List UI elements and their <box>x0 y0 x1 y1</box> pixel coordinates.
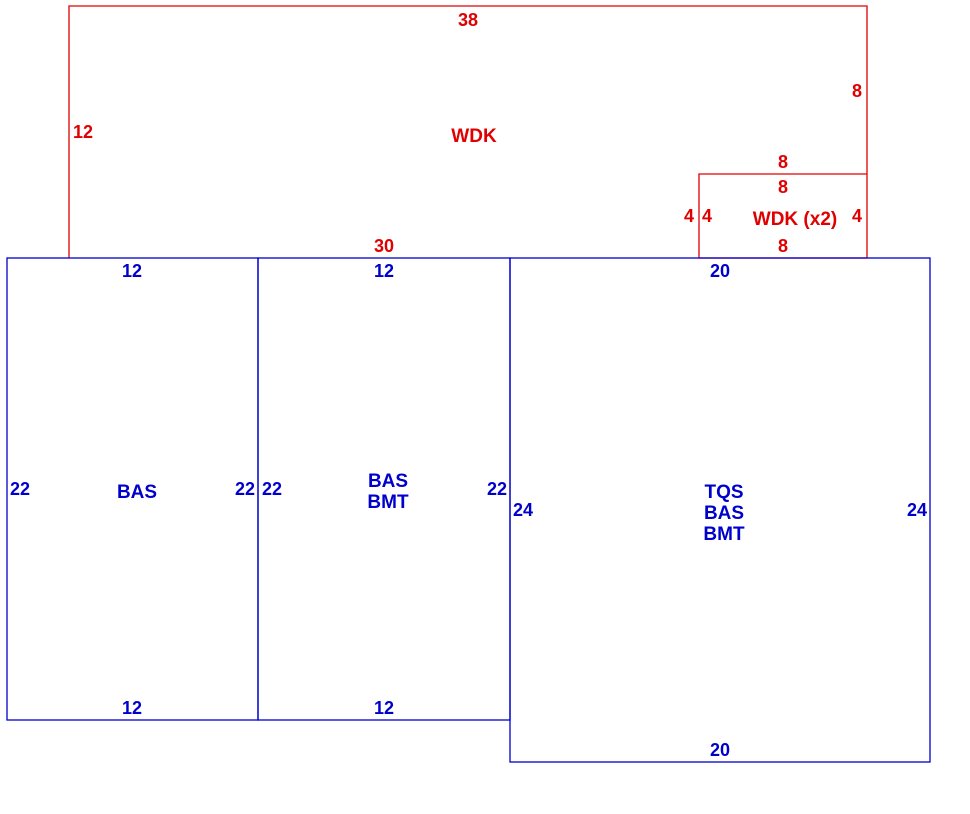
bas-mid-dim-bottom: 12 <box>374 698 394 718</box>
wdk-small-outline <box>698 173 867 258</box>
wdk-small-dim-left-outer: 4 <box>684 206 694 226</box>
tqs-dim-top: 20 <box>710 261 730 281</box>
wdk-small-dim-bottom: 8 <box>778 236 788 256</box>
tqs-dim-right: 24 <box>907 500 927 520</box>
bas-mid-label-line2: BMT <box>367 492 409 513</box>
tqs-dim-left: 24 <box>513 500 533 520</box>
wdk-main-dim-right: 8 <box>852 81 862 101</box>
bas-mid-dim-top: 12 <box>374 261 394 281</box>
bas-mid-dim-left: 22 <box>262 479 282 499</box>
tqs-label-line3: BMT <box>703 524 745 545</box>
bas-left-label: BAS <box>117 482 157 503</box>
wdk-small-dim-left-inner: 4 <box>702 206 712 226</box>
bas-left-dim-top: 12 <box>122 261 142 281</box>
bas-left-dim-bottom: 12 <box>122 698 142 718</box>
tqs-outline <box>509 257 931 763</box>
wdk-small-dim-top-inner: 8 <box>778 177 788 197</box>
wdk-small-dim-right: 4 <box>852 206 862 226</box>
wdk-main-label: WDK <box>451 126 497 147</box>
wdk-main-dim-top: 38 <box>458 10 478 30</box>
wdk-main-outline <box>68 5 868 258</box>
wdk-small-label: WDK (x2) <box>753 209 837 230</box>
tqs-label-line2: BAS <box>704 503 744 524</box>
wdk-small-dim-top-outer: 8 <box>778 152 788 172</box>
bas-mid-dim-right: 22 <box>487 479 507 499</box>
wdk-main-dim-left: 12 <box>73 122 93 142</box>
bas-mid-label-line1: BAS <box>368 471 408 492</box>
tqs-dim-bottom: 20 <box>710 740 730 760</box>
wdk-main-dim-bottom: 30 <box>374 236 394 256</box>
tqs-area <box>509 257 931 763</box>
tqs-label-line1: TQS <box>704 482 743 503</box>
wdk-main-area <box>68 5 868 258</box>
bas-left-dim-right: 22 <box>235 479 255 499</box>
bas-left-dim-left: 22 <box>10 479 30 499</box>
